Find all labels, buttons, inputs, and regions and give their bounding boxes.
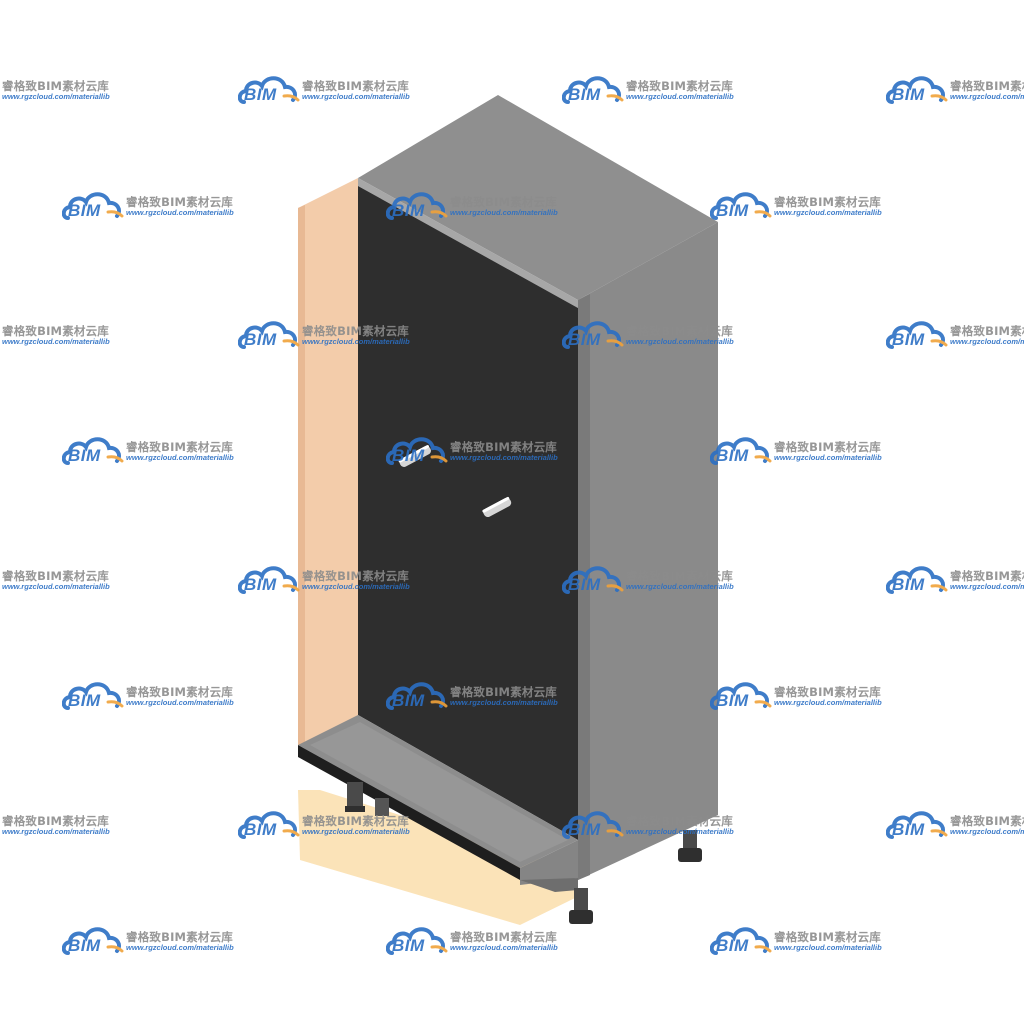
floor-glow	[298, 790, 575, 925]
leg	[569, 888, 593, 924]
leg	[375, 798, 389, 816]
tray-front-edge	[298, 745, 520, 880]
cabinet-side-shade	[578, 294, 590, 880]
cabinet-side	[578, 222, 718, 880]
cabinet-top	[358, 95, 718, 300]
back-panel-shade	[298, 205, 305, 745]
leg	[345, 782, 365, 812]
tray-inner	[310, 722, 568, 862]
leg	[678, 830, 702, 862]
door-handle-icon	[482, 496, 512, 518]
tray-side-bevel	[520, 878, 578, 892]
cabinet-door	[358, 186, 578, 840]
back-panel	[298, 178, 358, 745]
tray-lip	[520, 840, 578, 885]
